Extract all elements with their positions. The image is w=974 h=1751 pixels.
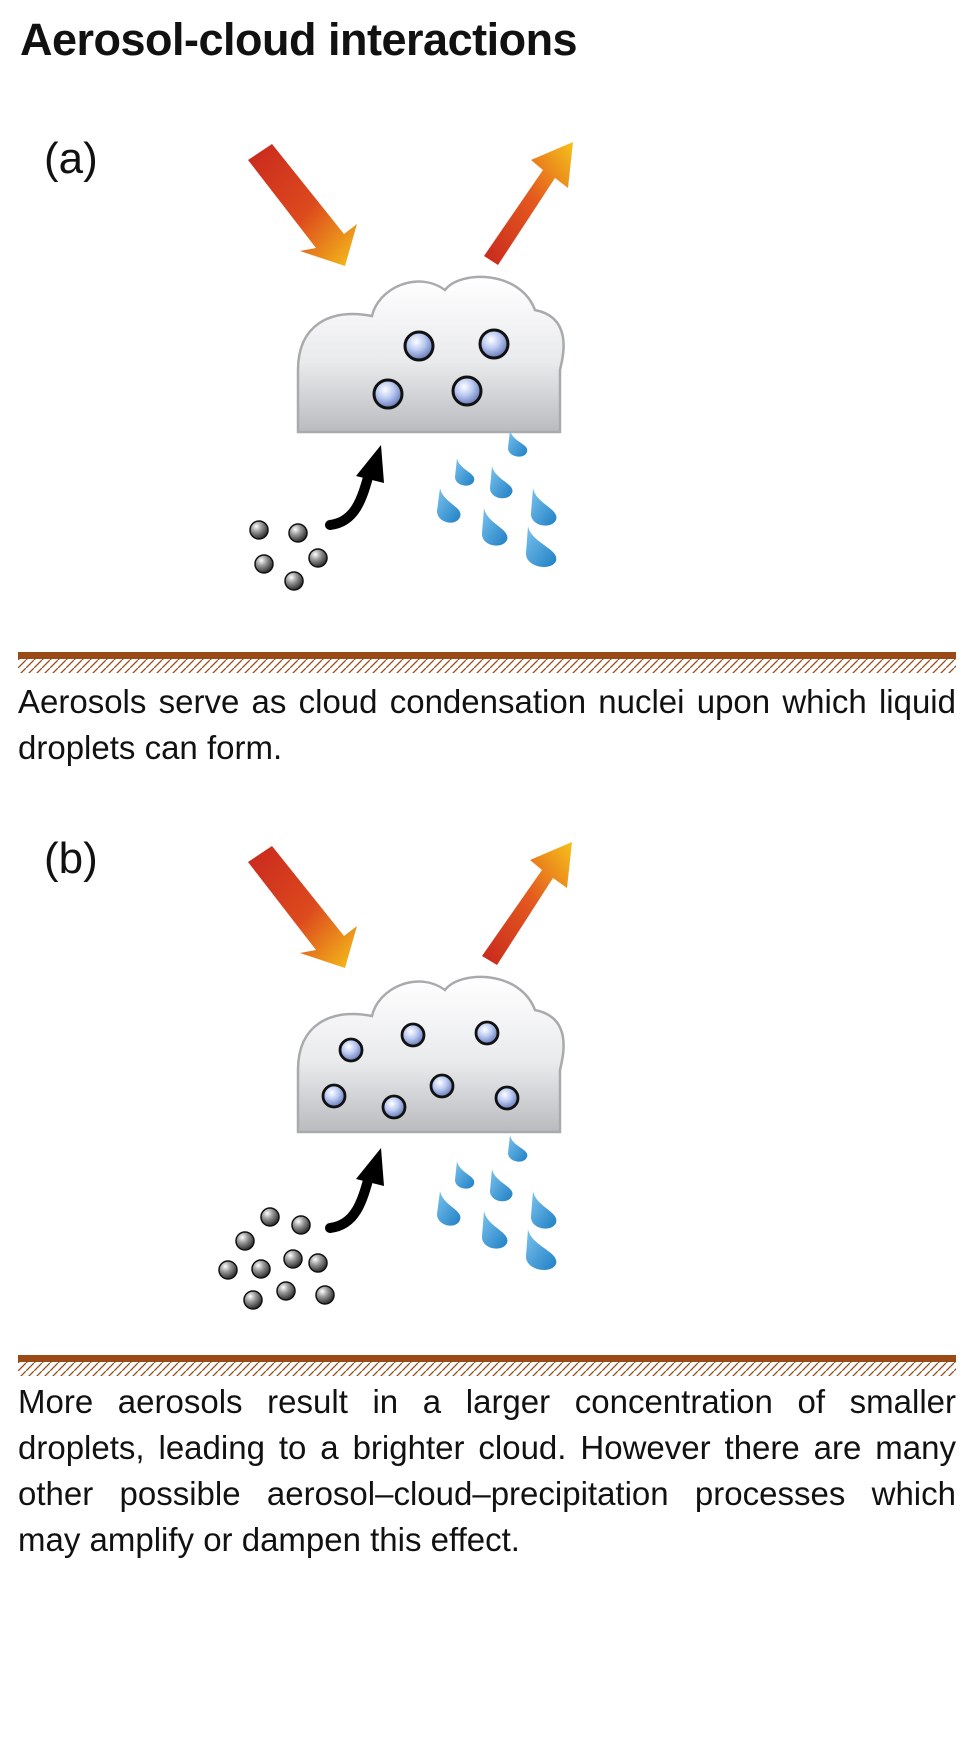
- aerosol-particle: [284, 571, 304, 591]
- aerosol-particle: [308, 1253, 328, 1273]
- aerosol-particle: [315, 1285, 335, 1305]
- aerosol-particle: [243, 1290, 263, 1310]
- cloud-droplet: [372, 378, 404, 410]
- rain-drop-icon: [481, 1211, 508, 1249]
- aerosol-particle: [308, 548, 328, 568]
- aerosol-particle: [291, 1215, 311, 1235]
- cloud-droplet: [400, 1022, 426, 1048]
- rain-drop-icon: [437, 1191, 461, 1226]
- rain-drop-icon: [490, 466, 513, 499]
- panel-b-scene: [0, 820, 974, 1380]
- cloud-droplet: [381, 1094, 407, 1120]
- rain-drop-icon: [530, 488, 557, 526]
- cloud-droplet: [474, 1020, 500, 1046]
- panel-a-scene: [0, 120, 974, 680]
- aerosol-particle: [251, 1259, 271, 1279]
- page-title: Aerosol-cloud interactions: [20, 14, 578, 65]
- reflected-sunlight-arrow: [484, 142, 573, 265]
- aerosol-particle: [283, 1249, 303, 1269]
- cloud-icon: [296, 975, 565, 1134]
- cloud-droplet: [403, 330, 435, 362]
- cloud-droplet: [429, 1073, 455, 1099]
- aerosol-particle: [260, 1207, 280, 1227]
- aerosol-particle: [235, 1231, 255, 1251]
- rain-drop-icon: [508, 1135, 528, 1162]
- incoming-sunlight-arrow: [248, 846, 357, 968]
- panel-a-caption: Aerosols serve as cloud condensation nuc…: [18, 683, 956, 766]
- reflected-sunlight-arrow: [482, 842, 572, 965]
- aerosol-particles: [218, 1207, 335, 1310]
- panel-b-label: (b): [44, 834, 98, 883]
- panel-b-caption: More aerosols result in a larger concent…: [18, 1383, 956, 1558]
- aerosol-particle: [249, 520, 269, 540]
- rain-drop-icon: [525, 1229, 557, 1270]
- rain-drops: [437, 430, 557, 567]
- rain-drop-icon: [481, 508, 508, 546]
- rain-drop-icon: [525, 526, 557, 567]
- aerosol-particle: [288, 523, 308, 543]
- aerosol-uplift-arrow: [325, 1148, 384, 1233]
- aerosol-particle: [276, 1281, 296, 1301]
- cloud-droplet: [451, 375, 483, 407]
- cloud-droplet: [321, 1083, 347, 1109]
- cloud-droplets: [372, 328, 510, 410]
- rain-drops: [437, 1135, 557, 1270]
- cloud-droplet: [478, 328, 510, 360]
- ground-surface: [18, 652, 956, 674]
- rain-drop-icon: [437, 488, 461, 523]
- panel-a-label: (a): [44, 134, 98, 183]
- aerosol-particle: [254, 554, 274, 574]
- cloud-droplet: [494, 1085, 520, 1111]
- rain-drop-icon: [490, 1169, 513, 1202]
- rain-drop-icon: [455, 458, 475, 486]
- cloud-droplets: [321, 1020, 520, 1120]
- ground-surface: [18, 1355, 956, 1377]
- aerosol-uplift-arrow: [325, 445, 384, 530]
- rain-drop-icon: [530, 1191, 557, 1229]
- rain-drop-icon: [508, 430, 528, 457]
- aerosol-particles: [249, 520, 328, 591]
- rain-drop-icon: [455, 1161, 475, 1189]
- aerosol-particle: [218, 1260, 238, 1280]
- incoming-sunlight-arrow: [248, 144, 357, 266]
- cloud-droplet: [338, 1037, 364, 1063]
